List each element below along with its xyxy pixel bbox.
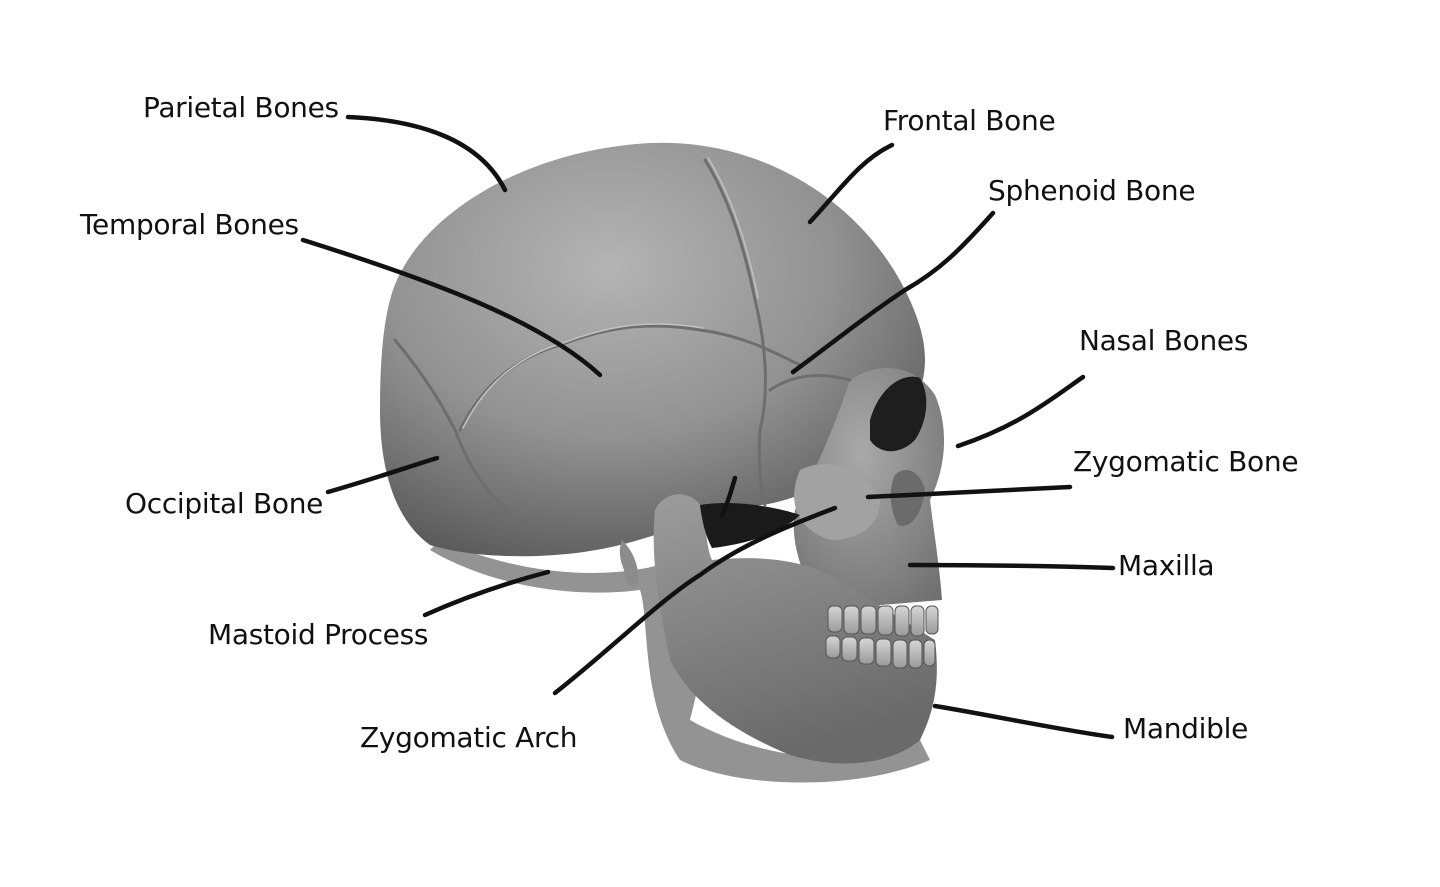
label-parietal-bones: Parietal Bones bbox=[143, 91, 339, 124]
leader-maxilla bbox=[907, 562, 1116, 571]
leader-parietal bbox=[345, 114, 508, 193]
label-mandible: Mandible bbox=[1123, 712, 1248, 745]
label-sphenoid-bone: Sphenoid Bone bbox=[988, 174, 1196, 207]
cranium bbox=[380, 142, 925, 557]
label-zygomatic-arch: Zygomatic Arch bbox=[360, 721, 578, 754]
label-zygomatic-bone: Zygomatic Bone bbox=[1073, 445, 1299, 478]
leader-nasal bbox=[955, 374, 1086, 449]
mandible-shape bbox=[653, 494, 937, 764]
sutures bbox=[393, 158, 852, 522]
label-occipital-bone: Occipital Bone bbox=[125, 487, 324, 520]
label-frontal-bone: Frontal Bone bbox=[883, 104, 1056, 137]
suture-highlights bbox=[462, 157, 759, 429]
leader-zygomatic-arch bbox=[552, 505, 838, 696]
upper-teeth bbox=[827, 605, 939, 637]
eye-orbit bbox=[870, 376, 927, 452]
lower-teeth bbox=[825, 635, 936, 669]
nasal-cavity bbox=[890, 470, 925, 526]
label-mastoid-process: Mastoid Process bbox=[208, 618, 429, 651]
jaw-gap bbox=[700, 503, 800, 548]
label-nasal-bones: Nasal Bones bbox=[1079, 324, 1249, 357]
leader-occipital bbox=[325, 455, 440, 495]
leader-mastoid bbox=[422, 569, 551, 618]
leader-zygomatic-arch-upper bbox=[719, 475, 738, 518]
label-maxilla: Maxilla bbox=[1118, 549, 1215, 582]
mastoid-process bbox=[619, 540, 639, 587]
label-temporal-bones: Temporal Bones bbox=[80, 208, 299, 241]
leader-frontal bbox=[807, 142, 895, 225]
leader-zygomatic-bone bbox=[865, 484, 1073, 500]
leader-mandible bbox=[932, 703, 1115, 740]
leader-sphenoid bbox=[790, 210, 996, 375]
leader-temporal bbox=[300, 237, 603, 378]
leader-lines bbox=[300, 114, 1116, 740]
cheek-bone bbox=[794, 464, 880, 540]
